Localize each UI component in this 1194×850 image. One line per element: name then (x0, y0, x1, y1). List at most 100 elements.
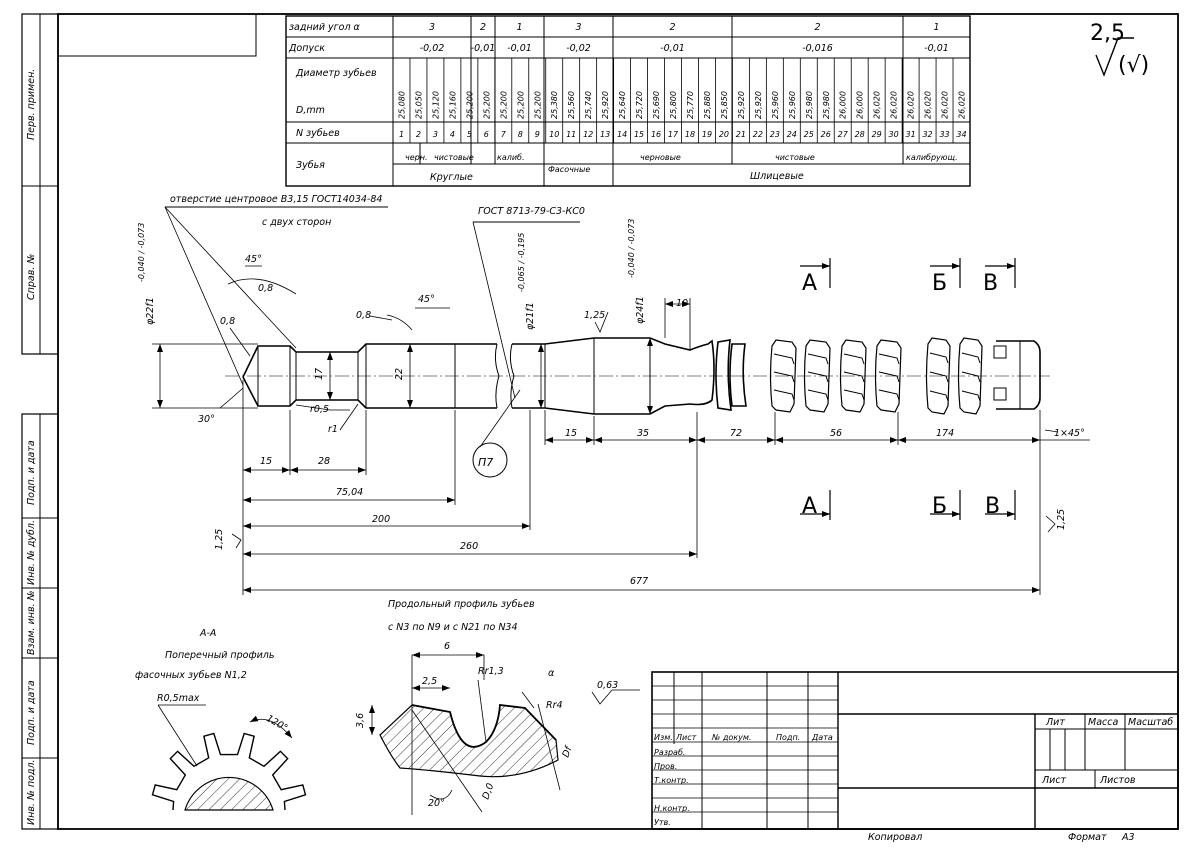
tolerance-cell: -0,01 (471, 43, 496, 54)
diameter-cell: 25,740 (584, 91, 593, 119)
diameter-cell: 26,020 (924, 91, 933, 119)
section-mark-letters: А Б В А Б В (802, 271, 1000, 519)
number-cell: 31 (906, 130, 916, 139)
dim-len-56: 56 (830, 428, 842, 439)
number-cell: 10 (549, 130, 559, 139)
number-cell: 22 (753, 130, 763, 139)
footer-format-value: А3 (1121, 832, 1135, 843)
diameter-cell: 25,920 (737, 91, 746, 119)
side-label-first-use: Перв. примен. (26, 69, 37, 140)
section-title: А-А (199, 628, 216, 639)
stamp-p7: П7 (478, 456, 493, 469)
tolerance-cell: -0,01 (924, 43, 949, 54)
dim-chamfer-45b: 45° (418, 294, 435, 305)
side-label-replace-inv: Взам. инв. № (26, 590, 37, 655)
diameter-cell: 25,800 (669, 91, 678, 119)
diameter-cell: 25,960 (771, 91, 780, 119)
number-cell: 7 (501, 130, 507, 139)
number-cell: 15 (634, 130, 644, 139)
number-cell: 4 (450, 130, 455, 139)
side-label-dup-inv: Инв. № дубл. (26, 520, 37, 585)
dim-len-72: 72 (730, 428, 742, 439)
tb-row-ncontrol: Н.контр. (654, 804, 690, 813)
teeth-table: задний угол α Допуск Диаметр зубьев D,mm… (285, 15, 971, 187)
tooth-profile (369, 652, 640, 815)
roughness-paren: (√) (1118, 53, 1149, 78)
number-cell: 12 (583, 130, 593, 139)
tb-row-developer: Разраб. (654, 748, 685, 757)
section-mark-b-bottom: Б (932, 494, 947, 519)
diameter-cell: 25,920 (754, 91, 763, 119)
number-cell: 28 (855, 130, 865, 139)
diameter-cell: 25,640 (618, 91, 627, 119)
angle-cell: 1 (516, 22, 522, 33)
diameter-cell: 26,000 (839, 91, 848, 119)
tb-col-izm: Изм. (654, 733, 673, 742)
section-mark-a-top: А (802, 271, 817, 296)
diameter-cell: 26,020 (941, 91, 950, 119)
dimensions (152, 265, 1090, 595)
tb-col-date: Дата (811, 733, 833, 742)
notes: отверстие центровое В3,15 ГОСТ14034-84 с… (135, 194, 585, 681)
angle-cell: 1 (933, 22, 939, 33)
dim-len-174: 174 (936, 428, 954, 439)
number-cell: 24 (787, 130, 797, 139)
section-sub2: фасочных зубьев N1,2 (135, 670, 247, 681)
number-cell: 19 (702, 130, 712, 139)
dim-r05: r0,5 (310, 404, 329, 415)
section-mark-v-bottom: В (985, 494, 1000, 519)
dim-d22f1: φ22f1 (145, 297, 156, 325)
kind-cell: черновые (640, 153, 681, 162)
tooth-dim-df: Df (560, 744, 575, 759)
angle-cell: 2 (669, 22, 675, 33)
tooth-dim-d0: D,0 (480, 782, 496, 801)
side-label-sign-date-1: Подп. и дата (26, 440, 37, 505)
dim-len-200: 200 (372, 514, 390, 525)
kind-cell: Фасочные (548, 165, 590, 174)
dim-c08c: 0,8 (356, 310, 371, 321)
dim-d21f1: φ21f1 (525, 302, 536, 330)
number-cell: 9 (535, 130, 540, 139)
tb-row-checker: Пров. (654, 762, 677, 771)
diameter-cell: 25,850 (720, 91, 729, 119)
tolerance-cell: -0,016 (802, 43, 833, 54)
tooth-dim-36: 3,6 (355, 713, 366, 728)
number-cell: 18 (685, 130, 695, 139)
diameter-cell: 25,960 (788, 91, 797, 119)
number-cell: 27 (838, 130, 849, 139)
section-aa-gear (151, 704, 307, 811)
diameter-cell: 25,920 (601, 91, 610, 119)
angle-cell: 3 (575, 22, 581, 33)
tolerance-cells: -0,02-0,01-0,01-0,02-0,01-0,016-0,01 (420, 43, 949, 54)
angle-cell: 2 (480, 22, 486, 33)
dim-len-260: 260 (460, 541, 478, 552)
sheet-frame (21, 13, 1179, 830)
number-cell: 26 (821, 130, 831, 139)
section-marks (800, 258, 1016, 520)
diameter-cell: 26,020 (890, 91, 899, 119)
tb-row-tcontrol: Т.контр. (654, 776, 689, 785)
side-label-orig-inv: Инв. № подл. (26, 759, 37, 825)
number-cell: 23 (770, 130, 780, 139)
diameter-cell: 25,980 (805, 91, 814, 119)
number-cell: 5 (467, 130, 472, 139)
angle-cell: 2 (814, 22, 820, 33)
diameter-cell: 25,200 (516, 91, 525, 119)
diameter-cell: 25,120 (431, 91, 440, 119)
tolerance-cell: -0,02 (420, 43, 445, 54)
dim-len-677: 677 (630, 576, 648, 587)
number-cell: 13 (600, 130, 610, 139)
group-round: Круглые (430, 172, 473, 183)
section-sub1: Поперечный профиль (165, 650, 274, 661)
tolerance-cell: -0,01 (507, 43, 532, 54)
number-cell: 32 (922, 130, 932, 139)
section-angle-120: 120° (264, 713, 289, 734)
tb-col-list: Лист (675, 733, 697, 742)
note-profile-sub: с N3 по N9 и с N21 по N34 (388, 622, 518, 633)
dim-r125: 1,25 (584, 310, 605, 321)
diameter-cell: 25,080 (397, 91, 406, 119)
tb-col-doc: № докум. (711, 733, 751, 742)
